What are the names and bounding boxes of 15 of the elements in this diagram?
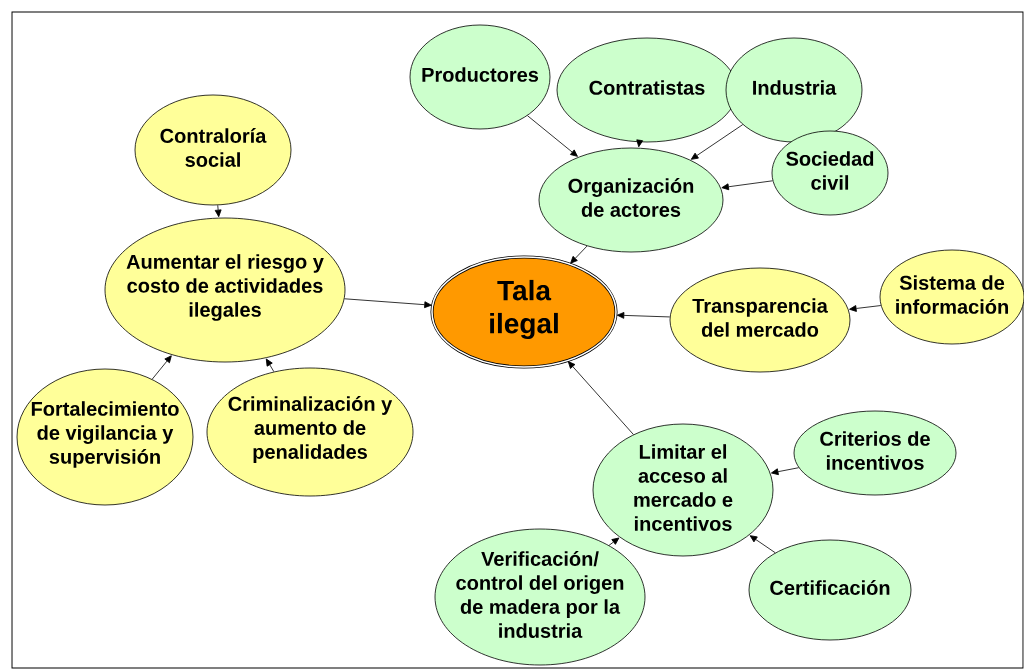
arrow xyxy=(721,180,773,191)
arrow xyxy=(344,298,432,309)
arrow xyxy=(771,467,800,476)
arrow xyxy=(636,139,644,148)
arrow xyxy=(849,305,882,312)
arrow xyxy=(690,124,744,160)
arrow xyxy=(151,355,172,380)
arrow xyxy=(570,245,588,264)
arrow xyxy=(567,361,634,435)
arrow xyxy=(616,312,671,319)
arrow xyxy=(214,204,222,218)
arrow xyxy=(749,535,776,554)
arrow xyxy=(265,358,275,373)
arrow xyxy=(527,115,578,157)
arrow xyxy=(608,537,620,546)
